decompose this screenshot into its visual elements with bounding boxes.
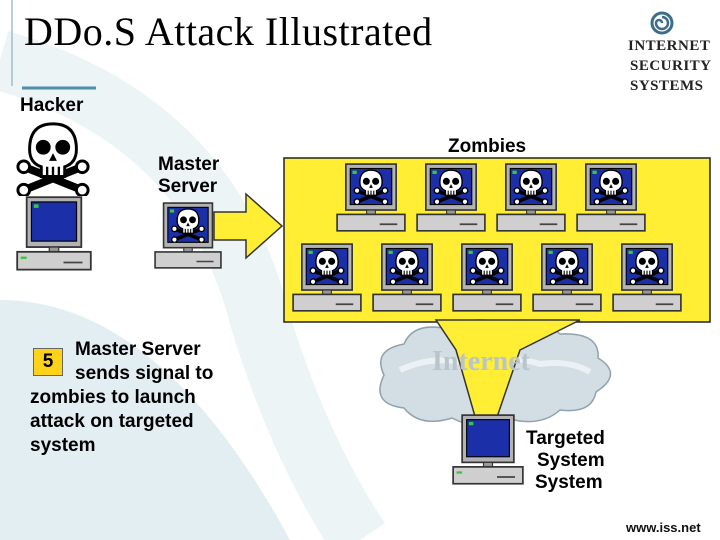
master-server-computer-icon [155, 203, 221, 268]
targeted-system-computer-icon [452, 414, 524, 485]
logo-line-1: INTERNET [628, 38, 711, 54]
website-url: www.iss.net [626, 520, 701, 535]
targeted-label-line-1: Targeted [526, 428, 605, 449]
step-description: Master Server sends signal to zombies to… [30, 338, 240, 458]
step-line: attack on targeted [30, 411, 194, 432]
targeted-label-line-2: System [537, 450, 605, 471]
logo-line-3: SYSTEMS [630, 78, 704, 94]
step-line: Master Server [75, 339, 201, 360]
zombie-computer-icon [293, 244, 361, 311]
step-line: sends signal to [75, 363, 214, 384]
hacker-computer-icon [16, 196, 92, 271]
targeted-label-line-3: System [535, 472, 603, 493]
logo-line-2: SECURITY [630, 58, 712, 74]
zombie-computer-icon [533, 244, 601, 311]
zombie-computer-icon [613, 244, 681, 311]
step-line: system [30, 435, 96, 456]
hacker-label: Hacker [20, 95, 84, 116]
company-logo: INTERNET SECURITY SYSTEMS [618, 12, 711, 98]
zombie-computer-icon [453, 244, 521, 311]
arrow-right-icon [213, 192, 284, 260]
page-title: DDo.S Attack Illustrated [24, 9, 433, 54]
master-label-line-2: Server [158, 176, 218, 197]
zombie-computer-icon [497, 164, 565, 231]
master-label-line-1: Master [158, 154, 220, 175]
zombies-label: Zombies [448, 136, 527, 157]
zombie-computer-icon [373, 244, 441, 311]
background-swoosh [0, 0, 386, 540]
step-line: zombies to launch [30, 387, 196, 408]
zombie-computer-icon [337, 164, 405, 231]
zombie-computer-icon [577, 164, 645, 231]
zombie-computer-icon [417, 164, 485, 231]
hacker-skull-icon [18, 124, 88, 196]
spiral-logo-icon [650, 11, 674, 35]
step-number-badge: 5 [33, 348, 63, 376]
cloud-label: Internet [432, 346, 530, 377]
